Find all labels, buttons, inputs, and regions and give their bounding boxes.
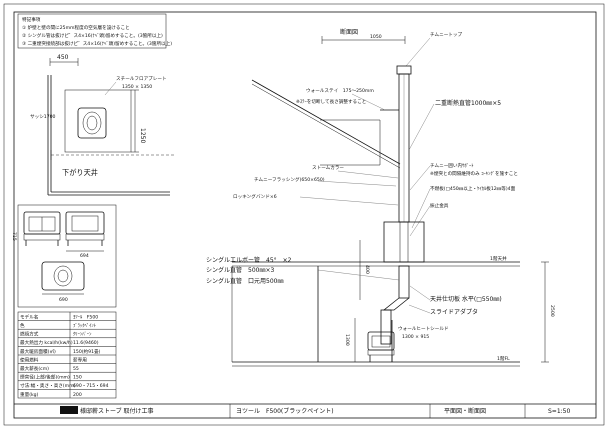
floor-plate-size: 1350 × 1350 [122,84,152,90]
model-title: ヨツール F500(ブラックペイント) [236,407,334,415]
project-title: 様邸薪ストーブ 取付け工事 [80,407,154,415]
stove-elevations: 715 694 690 [11,204,117,308]
ceiling-mark: 1階天井 [490,255,507,262]
spec-row-label: 最大暖房面積(㎡) [20,348,56,355]
storm-collar-label: ストームカラー [312,165,344,171]
floor-plate-label: スチールフロアプレート [116,76,167,82]
rock-seal-label: ロッキングバンド×6 [233,193,277,200]
dim-1300: 1300 [344,334,350,346]
note-item: ③ 二重煙突接続部は抜けピ゛ス4×16(ﾅﾍﾞ頭)留めすること。(3箇所以上) [22,40,172,47]
spec-row-value: ﾖﾂｰﾙ F500 [73,314,98,320]
spec-row-value: 690・715・694 [73,383,109,389]
spec-row-value: 55 [73,366,79,372]
plan-view: 450 サッシ1700 1250 スチールフロアプレート 1350 × 1350… [30,54,175,196]
spec-row-label: 燃焼方式 [20,331,39,338]
plan-dim-depth: 1250 [139,128,146,143]
title-bar: 様邸薪ストーブ 取付け工事 ヨツール F500(ブラックペイント) 平面図・断面… [14,403,596,418]
plan-sash-label: サッシ1700 [30,114,56,120]
support-note: ※煙突との間隔維持のみ ｺｰｷﾝｸﾞを施すこと [430,170,518,177]
plan-dim-width: 450 [57,54,69,61]
single-straight-label: シングル直管 500㎜×3 [206,266,274,274]
note-item: ② シングル管は抜けピ゛ス4×16(ﾅﾍﾞ頭)留めすること。(3箇所以上) [22,32,163,39]
notes-heading: 特記事項 [22,16,41,23]
scale-label: S=1:50 [548,408,570,415]
section-dim-top: 1050 [370,34,382,40]
chimney-cap [396,65,412,75]
spec-row-value: 薪専用 [73,356,87,363]
note-item: ① 炉壁と壁の間に25mm程度の空気層を設けること [22,24,130,31]
stove-top-view [41,261,85,295]
spec-row-label: 色 [20,322,25,329]
section-view: 断面図 1050 チムニートップ ウォールステイ 175～250mm ※ｽﾃｰを… [206,28,555,367]
section-title: 断面図 [340,28,358,36]
spec-row-value: 11.6(9460) [73,340,99,346]
stove-side-view [65,211,105,246]
roof-line [251,79,401,165]
wall-stay-label: ウォールステイ 175～250mm [306,87,374,94]
spec-row-value: 150 [73,375,82,381]
spec-row-label: 最大熱出力 kcal/h(kw/h) [20,339,73,346]
spec-row-label: モデル名 [20,313,38,320]
chimney-top-label: チムニートップ [430,32,462,38]
heat-shield-label: ウォールヒートシールド [398,325,449,332]
double-pipe-label: 二重断熱直管1000㎜×5 [435,99,501,107]
ceiling-plate-label: 天井仕切板 水平(□550㎜) [430,295,502,303]
chimney-enclosure [383,221,425,263]
redacted-block [60,406,78,414]
section-stove [367,331,395,362]
spec-row-value: 150(約91畳) [73,348,101,355]
single-reducer-label: シングル直管 口元用500㎜ [206,277,283,285]
spec-row-label: 最大薪長(cm) [20,365,49,372]
heat-shield-size: 1300 × 915 [402,334,429,340]
elev-dim-694: 694 [80,253,89,259]
spec-row-label: 使用燃料 [20,356,39,363]
single-straight-pipe [398,265,410,299]
drawing-title: 平面図・断面図 [444,407,486,415]
spec-row-value: 200 [73,392,82,398]
spec-row-value: ﾌﾞﾗｯｸﾍﾟｲﾝﾄ [73,322,96,329]
floor-mark: 1階FL [497,355,510,362]
single-elbow [382,297,410,311]
flashing-label: チムニーフラッシング(650×650) [254,176,325,183]
spec-row-label: 煙突径(上部/後部)(mm) [20,374,70,381]
support-label: チムニー囲い内ｻﾎﾟｰﾄ [430,162,474,169]
wall-stay-note: ※ｽﾃｰを切断して長さ調整すること [296,98,366,105]
elev-dim-715: 715 [11,232,17,241]
spec-row-value: ｸﾘｰﾝﾊﾞｰﾝ [73,331,92,338]
stove-front-view [23,211,61,246]
spec-row-label: 重量(kg) [20,391,39,398]
spec-row-label: 寸法:幅・奥さ・高さ(mm) [20,382,76,389]
dim-400: 400 [364,265,370,274]
bracket-label: 振止金具 [430,202,449,209]
single-elbow-label: シングルエルボー管 45° ×2 [206,256,292,264]
nonflam-label: 不燃板(□450㎜以上・ｹｲｶﾙ板12㎜等)4面 [430,185,516,192]
slide-adapter-label: スライドアダプタ [430,308,478,316]
elev-dim-690: 690 [59,297,68,303]
plan-ceiling-label: 下がり天井 [62,168,98,177]
notes-box: 特記事項 ① 炉壁と壁の間に25mm程度の空気層を設けること ② シングル管は抜… [17,13,172,49]
plan-stove [77,107,107,139]
dim-2500: 2500 [549,305,555,317]
floor-plate [64,89,132,153]
outer-border [3,3,605,426]
inner-border [13,11,597,419]
